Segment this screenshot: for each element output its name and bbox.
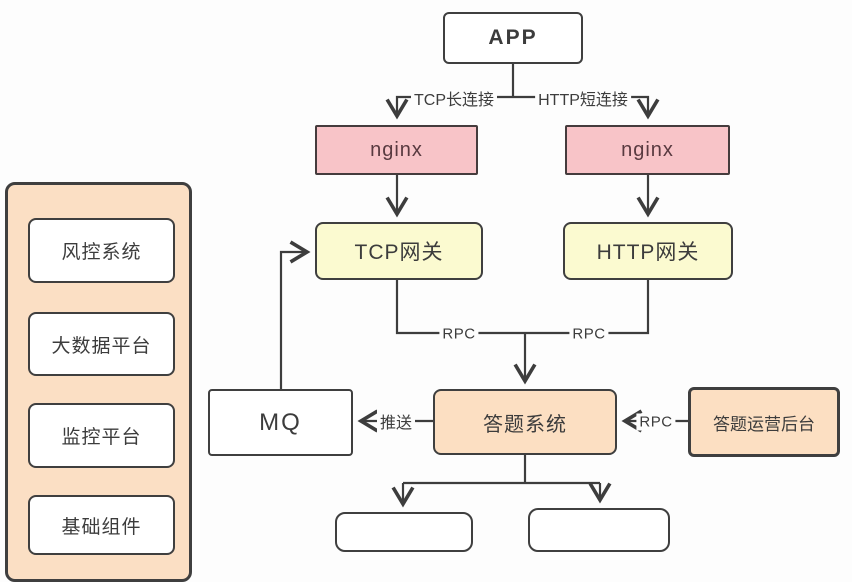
sidebar-item-monitoring-platform: 监控平台 — [28, 403, 175, 468]
edge-label-rpc-tcp: RPC — [439, 325, 479, 343]
edge-label-push: 推送 — [376, 409, 416, 433]
node-nginx-right: nginx — [565, 125, 730, 175]
sidebar-item-big-data-platform: 大数据平台 — [28, 312, 175, 376]
edge-label-rpc-http: RPC — [569, 325, 609, 343]
architecture-diagram: APP nginx nginx TCP网关 HTTP网关 答题系统 MQ 答题运… — [5, 12, 840, 582]
edge-label-tcp-long-connection: TCP长连接 — [410, 86, 498, 110]
node-mq: MQ — [208, 389, 353, 456]
edge-http-gateway-to-junction — [525, 280, 650, 335]
edge-label-http-short-connection: HTTP短连接 — [535, 86, 631, 110]
node-bottom-left — [335, 512, 473, 552]
node-app: APP — [443, 12, 583, 64]
node-nginx-left: nginx — [315, 125, 478, 175]
sidebar-item-basic-components: 基础组件 — [28, 495, 175, 555]
node-http-gateway: HTTP网关 — [563, 222, 733, 280]
sidebar-item-risk-control: 风控系统 — [28, 218, 175, 283]
node-tcp-gateway: TCP网关 — [315, 222, 483, 280]
edge-tcp-gateway-to-junction — [395, 280, 525, 335]
node-bottom-right — [528, 508, 670, 552]
edge-mq-to-tcp-gateway — [279, 240, 311, 389]
node-admin-backend: 答题运营后台 — [688, 387, 840, 457]
sidebar-platform-group: 风控系统 大数据平台 监控平台 基础组件 — [5, 182, 192, 582]
node-answer-system: 答题系统 — [433, 389, 617, 455]
edge-label-rpc-admin: RPC — [636, 413, 676, 431]
